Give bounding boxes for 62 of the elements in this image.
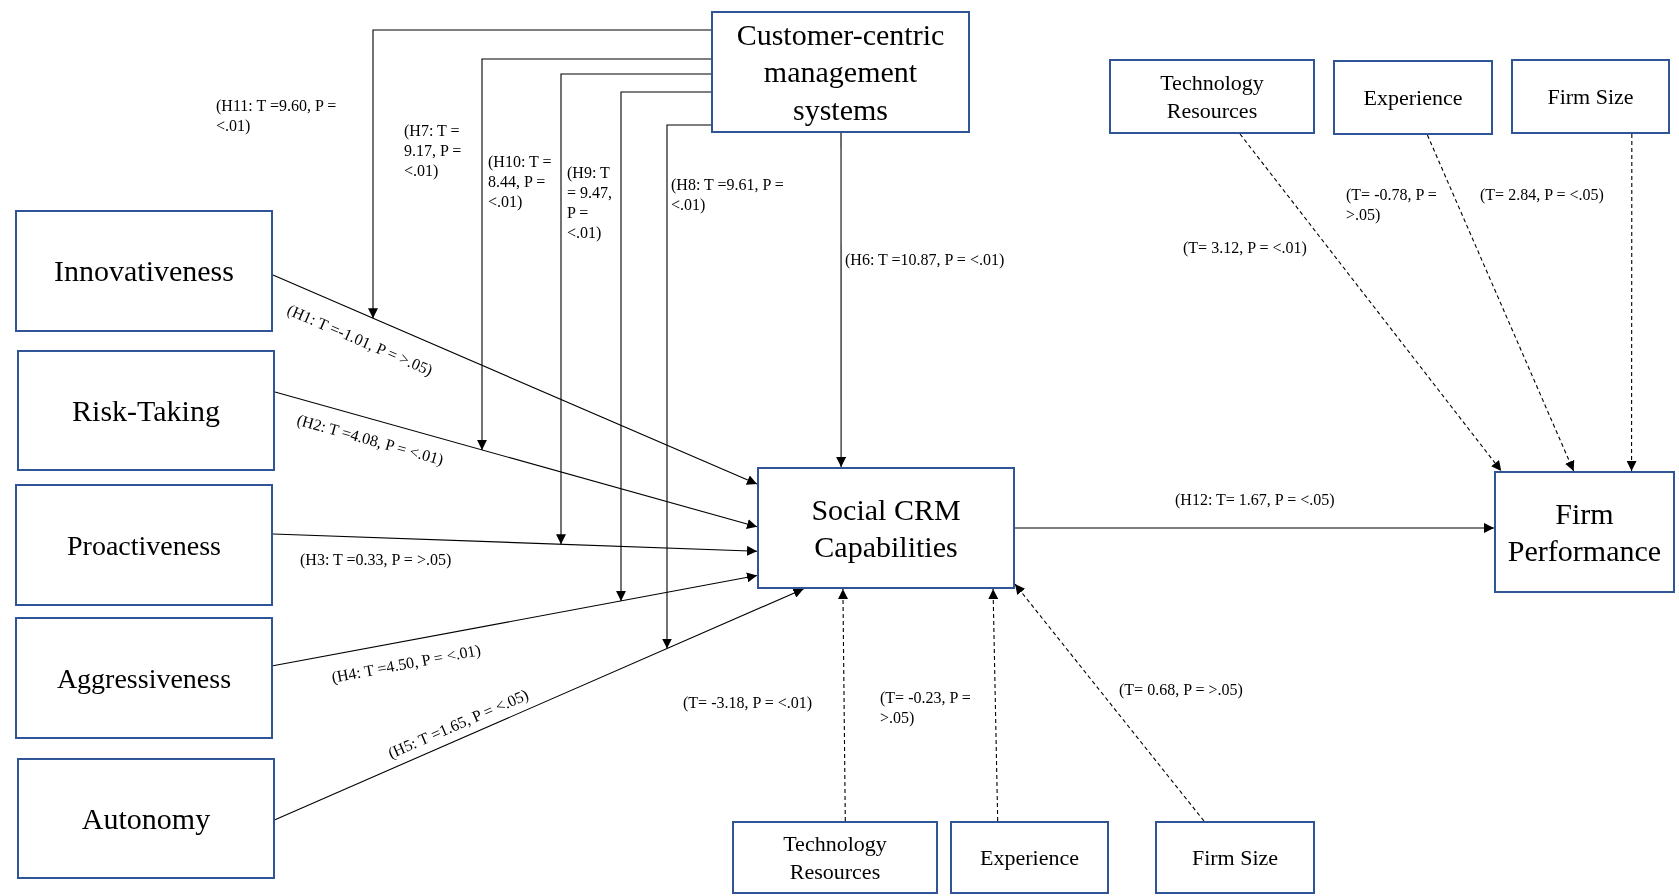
edge-label: (H1: T =-1.01, P = >.05) (284, 300, 437, 381)
arrow (1014, 583, 1205, 822)
construct-box (950, 821, 1109, 894)
arrow (274, 391, 758, 529)
edge-label: (H8: T =9.61, P = <.01) (671, 175, 785, 215)
edge-label: (T= 2.84, P = <.05) (1480, 185, 1605, 205)
edge-label: (H11: T =9.60, P = <.01) (216, 96, 338, 136)
edge-label: (H10: T = 8.44, P = <.01) (488, 152, 553, 212)
node-label: Experience (1363, 83, 1463, 112)
node-label: Innovativeness (54, 253, 234, 290)
construct-box (15, 210, 273, 332)
edge-label: (H7: T = 9.17, P = <.01) (404, 121, 463, 181)
construct-box (1333, 60, 1493, 135)
arrow (838, 588, 848, 822)
construct-box (757, 467, 1015, 589)
node-label: Firm Performance (1506, 495, 1663, 569)
node-label: Firm Size (1547, 82, 1634, 111)
edge-label: (H3: T =0.33, P = >.05) (300, 550, 453, 570)
node-label: Autonomy (81, 800, 211, 837)
node-label: Technology Resources (1159, 69, 1265, 124)
edge-label: (H9: T = 9.47, P = <.01) (567, 163, 614, 243)
edge-label: (T= 3.12, P = <.01) (1183, 238, 1308, 258)
node-label: Technology Resources (782, 830, 888, 885)
arrow (662, 124, 712, 650)
edge-label: (T= -3.18, P = <.01) (683, 693, 814, 713)
construct-box (17, 758, 275, 879)
node-label: Customer-centric management systems (735, 16, 946, 128)
construct-box (15, 617, 273, 739)
edge-label: (H12: T= 1.67, P = <.05) (1175, 490, 1336, 510)
construct-box (732, 821, 938, 894)
arrow (1239, 133, 1502, 472)
node-label: Aggressiveness (56, 661, 232, 696)
arrow (1626, 133, 1637, 472)
node-label: Experience (980, 843, 1079, 872)
node-label: Proactiveness (67, 528, 221, 563)
arrow (368, 29, 712, 319)
edge-label: (T= -0.23, P = >.05) (880, 688, 972, 728)
edge-label: (T= -0.78, P = >.05) (1346, 185, 1438, 225)
arrow (988, 588, 999, 822)
arrow (616, 91, 712, 602)
construct-box (17, 350, 275, 471)
arrow (556, 73, 712, 545)
node-label: Risk-Taking (72, 392, 220, 429)
construct-box (15, 484, 273, 606)
construct-box (1109, 59, 1315, 134)
construct-box (1511, 59, 1670, 134)
arrow (836, 132, 847, 468)
construct-box (1494, 471, 1675, 593)
construct-box (1155, 821, 1315, 894)
node-label: Firm Size (1191, 843, 1279, 872)
edge-label: (T= 0.68, P = >.05) (1119, 680, 1244, 700)
arrow (477, 58, 712, 451)
arrow (272, 533, 758, 556)
arrow (274, 588, 804, 821)
arrow (272, 274, 758, 485)
arrow (1014, 522, 1495, 533)
edge-label: (H6: T =10.87, P = <.01) (845, 250, 1006, 270)
node-label: Social CRM Capabilities (810, 491, 962, 565)
arrow (1426, 134, 1575, 472)
edge-label: (H2: T =4.08, P = <.01) (294, 410, 447, 470)
construct-box (711, 11, 970, 133)
arrow (272, 572, 758, 667)
